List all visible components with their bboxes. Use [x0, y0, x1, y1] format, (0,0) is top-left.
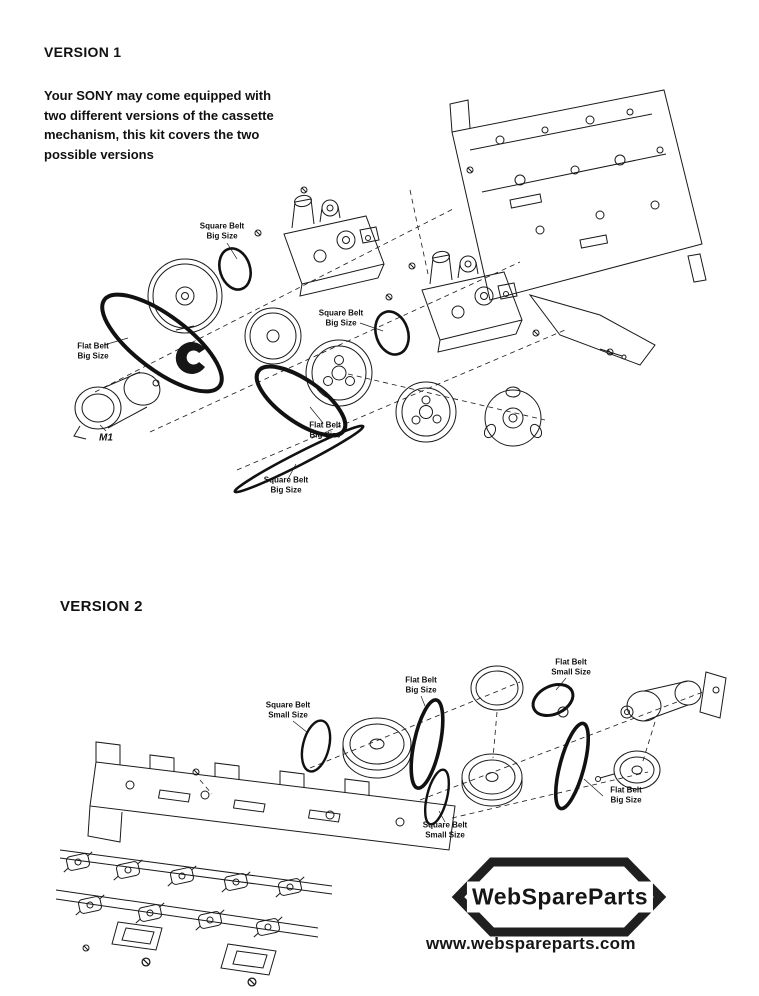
v2-label-square-belt-small-2: Square Belt Small Size — [423, 821, 467, 842]
v1-label-square-belt-big-2: Square Belt Big Size — [319, 309, 363, 330]
v1-belt-flat-big-1 — [100, 292, 224, 394]
label-line1: Flat Belt — [405, 675, 437, 685]
v2-belt-square-small-2 — [423, 768, 451, 826]
label-line2: Big Size — [610, 796, 642, 805]
version2-diagram — [55, 665, 727, 987]
v1-label-flat-belt-big-2: Flat Belt Big Size — [309, 421, 341, 442]
website-url: www.webspareparts.com — [426, 934, 636, 953]
v2-head-cluster — [55, 768, 333, 987]
label-line2: Big Size — [77, 352, 109, 361]
v2-pulley-2 — [461, 753, 523, 807]
v2-flywheel-big — [342, 717, 412, 779]
label-line1: Flat Belt — [77, 341, 109, 351]
v1-motor-m1-label: M1 — [99, 432, 113, 444]
label-line1: Square Belt — [318, 308, 364, 318]
label-line2: Small Size — [268, 711, 308, 720]
v2-label-flat-belt-big-2: Flat Belt Big Size — [610, 786, 642, 807]
label-line1: Square Belt — [263, 475, 309, 485]
v2-motor — [557, 671, 727, 722]
version1-title: VERSION 1 — [44, 44, 122, 60]
v1-label-flat-belt-big-1: Flat Belt Big Size — [77, 342, 109, 363]
v1-chassis-plate — [449, 89, 707, 366]
v2-label-square-belt-small-1: Square Belt Small Size — [266, 701, 310, 722]
label-line2: Small Size — [425, 831, 465, 840]
v2-belt-flat-big-2 — [553, 721, 591, 811]
v2-pulley-3 — [595, 750, 661, 790]
v2-leader-lines — [292, 677, 604, 823]
v1-mechanism-block-b — [421, 249, 523, 353]
v2-label-flat-belt-small: Flat Belt Small Size — [551, 658, 591, 679]
brand-logo-text: WebSpareParts — [466, 881, 654, 913]
v2-chassis-plate — [87, 741, 456, 851]
version2-title: VERSION 2 — [60, 598, 143, 615]
label-line1: Square Belt — [422, 820, 468, 830]
label-line2: Big Size — [309, 431, 341, 440]
v1-leader-lines — [99, 242, 384, 480]
v1-belts — [100, 247, 410, 494]
v1-pulley-4 — [395, 381, 457, 443]
v1-axis-lines — [94, 189, 566, 471]
intro-line: Your SONY may come equipped with — [44, 88, 272, 103]
version1-diagram — [73, 89, 707, 494]
label-line1: Flat Belt — [555, 657, 587, 667]
label-line2: Big Size — [325, 319, 357, 328]
v2-belt-square-small-1 — [300, 719, 332, 773]
label-line1: Square Belt — [199, 221, 245, 231]
v2-belt-flat-small — [531, 683, 575, 717]
label-line2: Small Size — [551, 668, 591, 677]
v1-label-square-belt-big-3: Square Belt Big Size — [264, 476, 308, 497]
intro-line: possible versions — [44, 146, 154, 162]
label-line2: Big Size — [270, 486, 302, 495]
intro-line: two different versions of the cassette — [44, 107, 274, 123]
v1-mechanism-block-a — [283, 193, 385, 297]
logo-hexagon — [451, 857, 667, 937]
v1-motor-m1 — [73, 371, 161, 440]
v1-belt-clamp — [175, 341, 205, 374]
v2-guide-ring — [470, 665, 524, 711]
v2-belt-flat-big-1 — [409, 698, 445, 790]
label-line2: Big Size — [206, 232, 238, 241]
label-line2: Big Size — [405, 686, 437, 695]
v1-belt-square-big-2 — [374, 310, 410, 356]
intro-line: mechanism, this kit covers the two — [44, 127, 260, 142]
intro-text: Your SONY may come equipped with two dif… — [44, 86, 274, 164]
v1-pulley-3 — [305, 339, 373, 407]
v2-belts — [300, 683, 591, 826]
v2-label-flat-belt-big-1: Flat Belt Big Size — [405, 676, 437, 697]
label-line1: Square Belt — [265, 700, 311, 710]
label-line1: Flat Belt — [309, 420, 341, 430]
label-line1: Flat Belt — [610, 785, 642, 795]
v1-pulley-2 — [244, 307, 302, 365]
v1-capstan-wheel — [483, 386, 543, 447]
v1-belt-square-big-3 — [233, 424, 365, 494]
v1-belt-square-big-1 — [218, 247, 252, 291]
v1-flywheel-left — [147, 258, 223, 334]
v1-label-square-belt-big-1: Square Belt Big Size — [200, 222, 244, 243]
